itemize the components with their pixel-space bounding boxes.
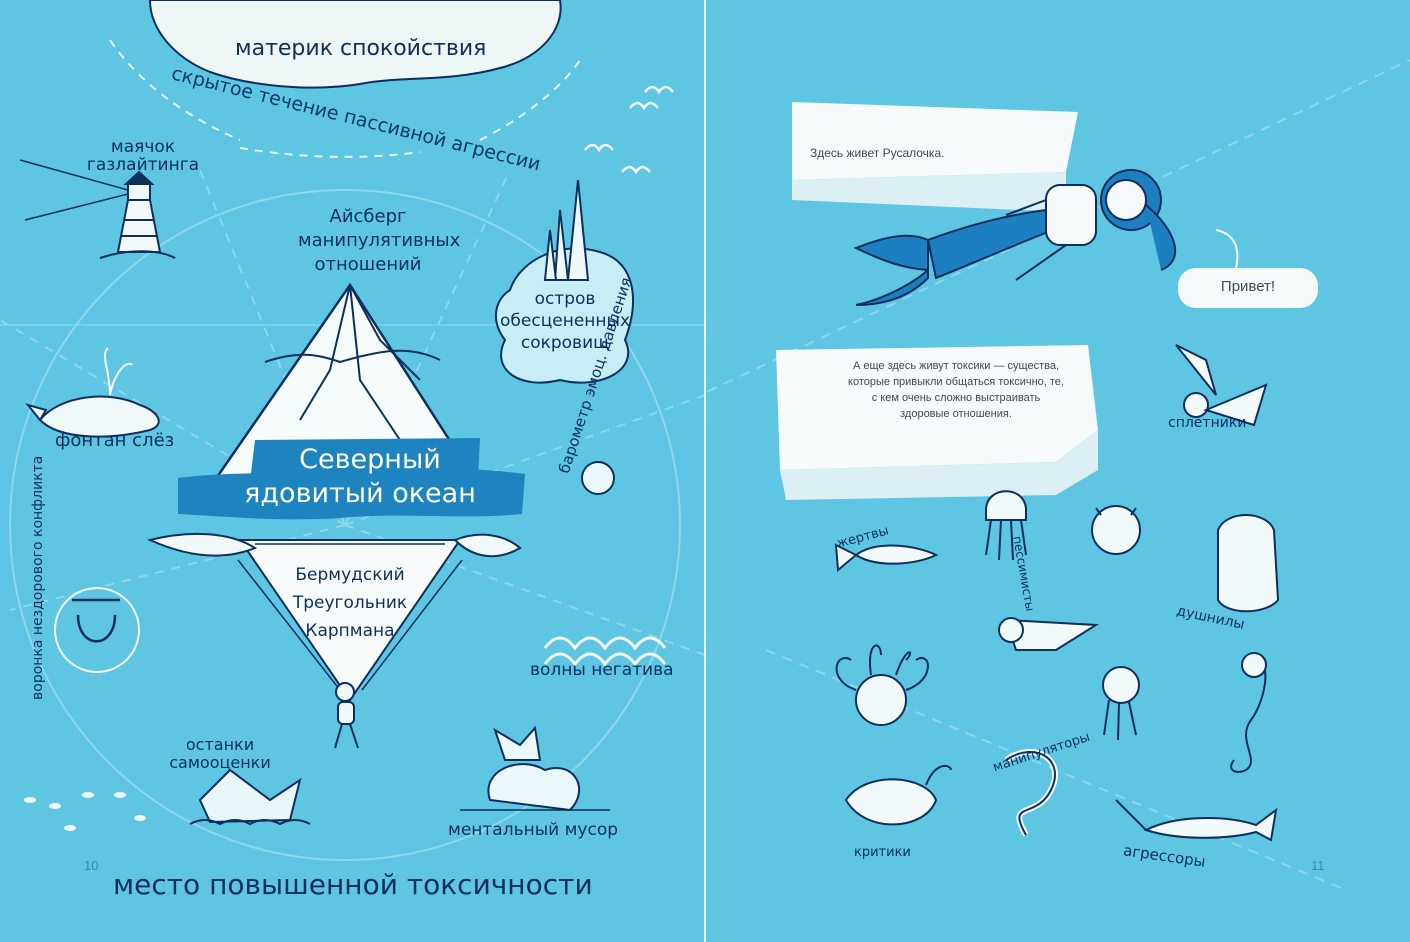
gutter [704, 0, 707, 942]
pufferfish-icon [1091, 505, 1141, 555]
seahorse-icon [1230, 652, 1267, 773]
triangle-arrows [237, 543, 463, 691]
ocean-title-line1: Северный [299, 444, 441, 475]
continent-label: материк спокойствия [235, 36, 487, 61]
trash-icon [460, 725, 610, 812]
bore-head-icon [1217, 514, 1280, 613]
snake-icon [1004, 748, 1058, 837]
victim-fish-icon [834, 543, 939, 573]
current-arrows [109, 39, 581, 158]
shipwreck-icon [189, 768, 311, 826]
right-page: Здесь живет Русалочка. Привет! А еще зде… [706, 0, 1410, 942]
ocean-title-line2: ядовитый океан [244, 478, 476, 509]
gossip-bird-icon [1175, 344, 1268, 427]
whale-icon [25, 347, 160, 438]
float-2 [776, 345, 1098, 470]
shell-icon [998, 617, 1100, 651]
birds-icon [584, 85, 674, 175]
greeting-bubble-shape [1178, 268, 1318, 308]
label-gossips: сплетники [1168, 415, 1247, 431]
whale-label: фонтан слёз [55, 430, 175, 451]
fish-school-icon [24, 792, 146, 831]
diver-icon [334, 682, 359, 749]
float-1 [792, 102, 1078, 180]
footer-title: место повышенной токсичности [113, 868, 593, 901]
mermaid-icon [853, 169, 1177, 306]
bubble-toxics-text: А еще здесь живут токсики — существа, ко… [848, 360, 1064, 420]
compass-circle [9, 189, 681, 861]
continent-shape [148, 0, 562, 89]
remains-line1: останки [185, 735, 255, 754]
creatures-illustration [706, 59, 1410, 891]
shark-icon [146, 532, 522, 558]
waves-label: волны негатива [530, 660, 674, 680]
page-number-left: 10 [84, 858, 99, 873]
label-critics: критики [854, 845, 911, 860]
waves-icon [543, 636, 667, 667]
bermuda-line2: Треугольник [292, 593, 408, 613]
left-page: материк спокойствия скрытое течение пасс… [0, 0, 705, 901]
bermuda-line3: Карпмана [305, 621, 395, 641]
bubble-mermaid-text: Здесь живет Русалочка. [810, 146, 945, 160]
triangle-shape [238, 539, 462, 702]
map-illustration [0, 0, 705, 861]
medusa-icon [835, 644, 929, 726]
island-label: остров обесцененных сокровищ [500, 289, 631, 353]
bermuda-line1: Бермудский [295, 565, 405, 585]
lighthouse-label: маячок газлайтинга [86, 137, 200, 175]
barometer-icon [581, 461, 615, 495]
trash-label: ментальный мусор [448, 820, 619, 840]
iceberg-label: Айсберг манипулятивных отношений [298, 206, 461, 275]
funnel-icon [54, 587, 140, 673]
funnel-label: воронка нездорового конфликта [30, 455, 46, 700]
greeting-text: Привет! [1220, 278, 1276, 295]
remains-line2: самооценки [169, 753, 271, 772]
octopus-icon [1102, 666, 1140, 741]
page-number-right: 11 [1311, 858, 1325, 873]
jellyfish-icon [985, 490, 1027, 561]
lighthouse-icon [19, 159, 176, 259]
swordfish-icon [1115, 799, 1278, 842]
anglerfish-icon [844, 764, 952, 826]
castle-icon [543, 179, 590, 281]
